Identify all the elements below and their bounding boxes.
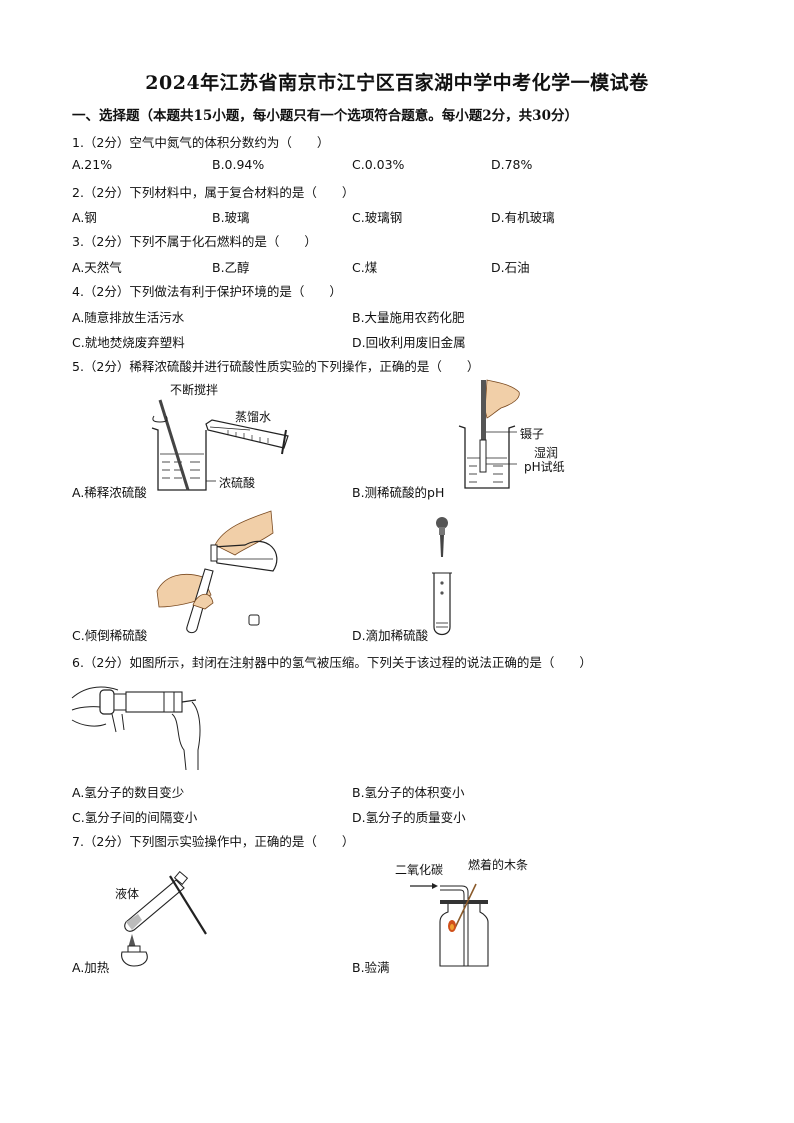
label-wet: 湿润 <box>534 446 559 460</box>
q3-option-d: D.石油 <box>491 260 530 275</box>
section-heading: 一、选择题（本题共15小题，每小题只有一个选项符合题意。每小题2分，共30分） <box>72 108 578 124</box>
question-1-stem: 1.（2分）空气中氮气的体积分数约为（ ） <box>72 135 330 150</box>
q1-option-a: A.21% <box>72 157 113 172</box>
question-7-stem: 7.（2分）下列图示实验操作中，正确的是（ ） <box>72 834 355 849</box>
q1-option-b: B.0.94% <box>212 157 265 172</box>
q4-option-b: B.大量施用农药化肥 <box>352 310 465 325</box>
q7-option-a: A.加热 <box>72 960 110 975</box>
figure-co2-test <box>410 883 489 967</box>
q3-option-b: B.乙醇 <box>212 260 250 275</box>
q2-option-b: B.玻璃 <box>212 210 250 225</box>
q6-option-d: D.氢分子的质量变小 <box>352 810 466 825</box>
q4-option-d: D.回收利用废旧金属 <box>352 335 466 350</box>
q4-option-c: C.就地焚烧废弃塑料 <box>72 335 185 350</box>
figure-dropper <box>432 517 452 636</box>
q2-option-d: D.有机玻璃 <box>491 210 555 225</box>
label-conc-acid: 浓硫酸 <box>219 476 256 490</box>
q1-option-d: D.78% <box>491 157 533 172</box>
label-distilled-water: 蒸馏水 <box>235 410 272 424</box>
q5-option-d: D.滴加稀硫酸 <box>352 628 429 643</box>
figure-dilute-acid <box>151 399 289 491</box>
q2-option-c: C.玻璃钢 <box>352 210 403 225</box>
exam-title: 2024年江苏省南京市江宁区百家湖中学中考化学一模试卷 <box>145 72 649 94</box>
label-co2: 二氧化碳 <box>395 863 444 877</box>
figure-pouring <box>156 510 278 634</box>
q7-option-b: B.验满 <box>352 960 390 975</box>
q5-option-a: A.稀释浓硫酸 <box>72 485 147 500</box>
q5-option-c: C.倾倒稀硫酸 <box>72 628 148 643</box>
q6-option-b: B.氢分子的体积变小 <box>352 785 465 800</box>
q6-option-c: C.氢分子间的间隔变小 <box>72 810 198 825</box>
figure-syringe <box>71 686 201 771</box>
q4-option-a: A.随意排放生活污水 <box>72 310 185 325</box>
q2-option-a: A.钢 <box>72 210 97 225</box>
q3-option-c: C.煤 <box>352 260 378 275</box>
q3-option-a: A.天然气 <box>72 260 122 275</box>
question-6-stem: 6.（2分）如图所示，封闭在注射器中的氢气被压缩。下列关于该过程的说法正确的是（… <box>72 655 592 670</box>
label-tweezers: 镊子 <box>520 427 545 441</box>
question-5-stem: 5.（2分）稀释浓硫酸并进行硫酸性质实验的下列操作，正确的是（ ） <box>72 359 480 374</box>
label-stir: 不断搅拌 <box>170 383 219 397</box>
figure-ph-test <box>458 379 520 489</box>
figure-heating <box>121 871 207 967</box>
question-2-stem: 2.（2分）下列材料中，属于复合材料的是（ ） <box>72 185 355 200</box>
q5-option-b: B.测稀硫酸的pH <box>352 485 445 500</box>
label-liquid: 液体 <box>115 887 140 901</box>
question-3-stem: 3.（2分）下列不属于化石燃料的是（ ） <box>72 234 317 249</box>
q1-option-c: C.0.03% <box>352 157 405 172</box>
label-burning-stick: 燃着的木条 <box>468 858 529 872</box>
question-4-stem: 4.（2分）下列做法有利于保护环境的是（ ） <box>72 284 342 299</box>
q6-option-a: A.氢分子的数目变少 <box>72 785 185 800</box>
label-ph-paper: pH试纸 <box>524 460 565 474</box>
